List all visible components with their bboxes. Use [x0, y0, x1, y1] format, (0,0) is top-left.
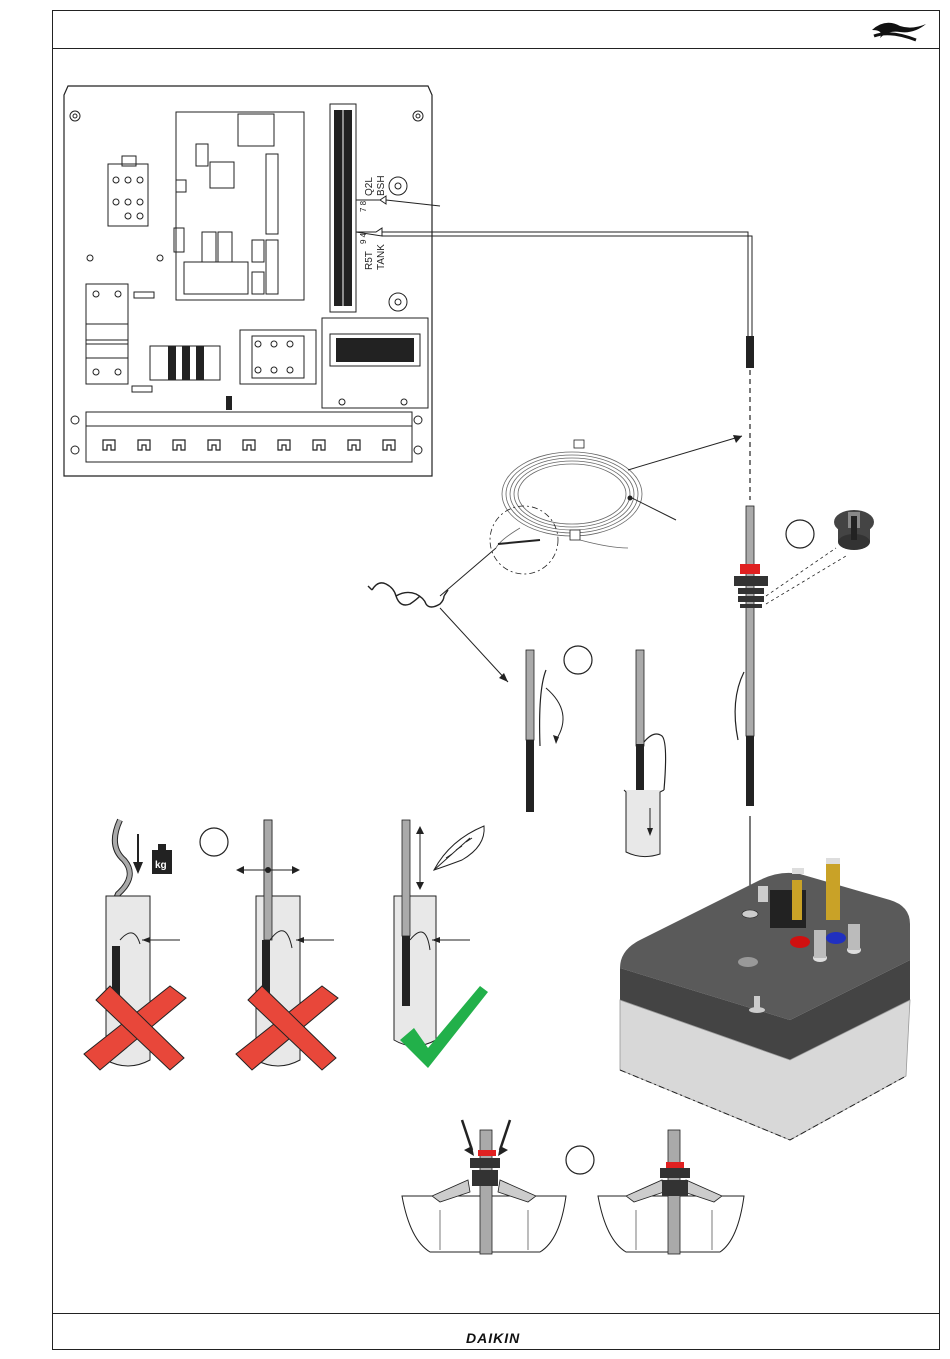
svg-text:7 8: 7 8 — [359, 200, 368, 212]
svg-text:TANK: TANK — [376, 244, 387, 270]
sensor-rod — [734, 506, 768, 806]
svg-text:Q2L: Q2L — [364, 177, 375, 196]
brand-logo: DAIKIN — [466, 1330, 520, 1346]
daikin-logo-icon — [872, 23, 926, 40]
control-panel — [64, 86, 432, 476]
step-marker-4 — [566, 1146, 594, 1174]
feather-icon — [434, 826, 484, 870]
terminal-label-bsh: BSH — [376, 175, 387, 196]
pointer-arrow — [628, 436, 742, 470]
sensor-in-pocket — [624, 650, 666, 857]
grommet-install-right — [598, 1130, 744, 1254]
hot-water-tank — [620, 858, 910, 1140]
terminal-label-tank: TANK — [376, 244, 387, 270]
step-marker-3 — [200, 828, 228, 856]
svg-text:R5T: R5T — [364, 251, 375, 270]
step-marker-2 — [786, 520, 814, 548]
detail-circle — [490, 506, 558, 574]
coiled-sensor-cable — [496, 452, 642, 548]
terminal-label-q2l: Q2L — [364, 177, 375, 196]
svg-text:kg: kg — [155, 860, 167, 871]
step-marker-1 — [564, 646, 592, 674]
sensor-bend-step — [526, 650, 563, 812]
terminal-label-r5t: R5T — [364, 251, 375, 270]
svg-text:BSH: BSH — [376, 175, 387, 196]
grommet-icon — [834, 510, 874, 550]
weight-icon: kg — [152, 844, 172, 874]
grommet-install-left — [402, 1120, 566, 1254]
glasses-icon — [368, 583, 448, 607]
sensor-end-top — [746, 336, 754, 368]
terminal-pins-q2l: 7 8 — [359, 200, 368, 212]
